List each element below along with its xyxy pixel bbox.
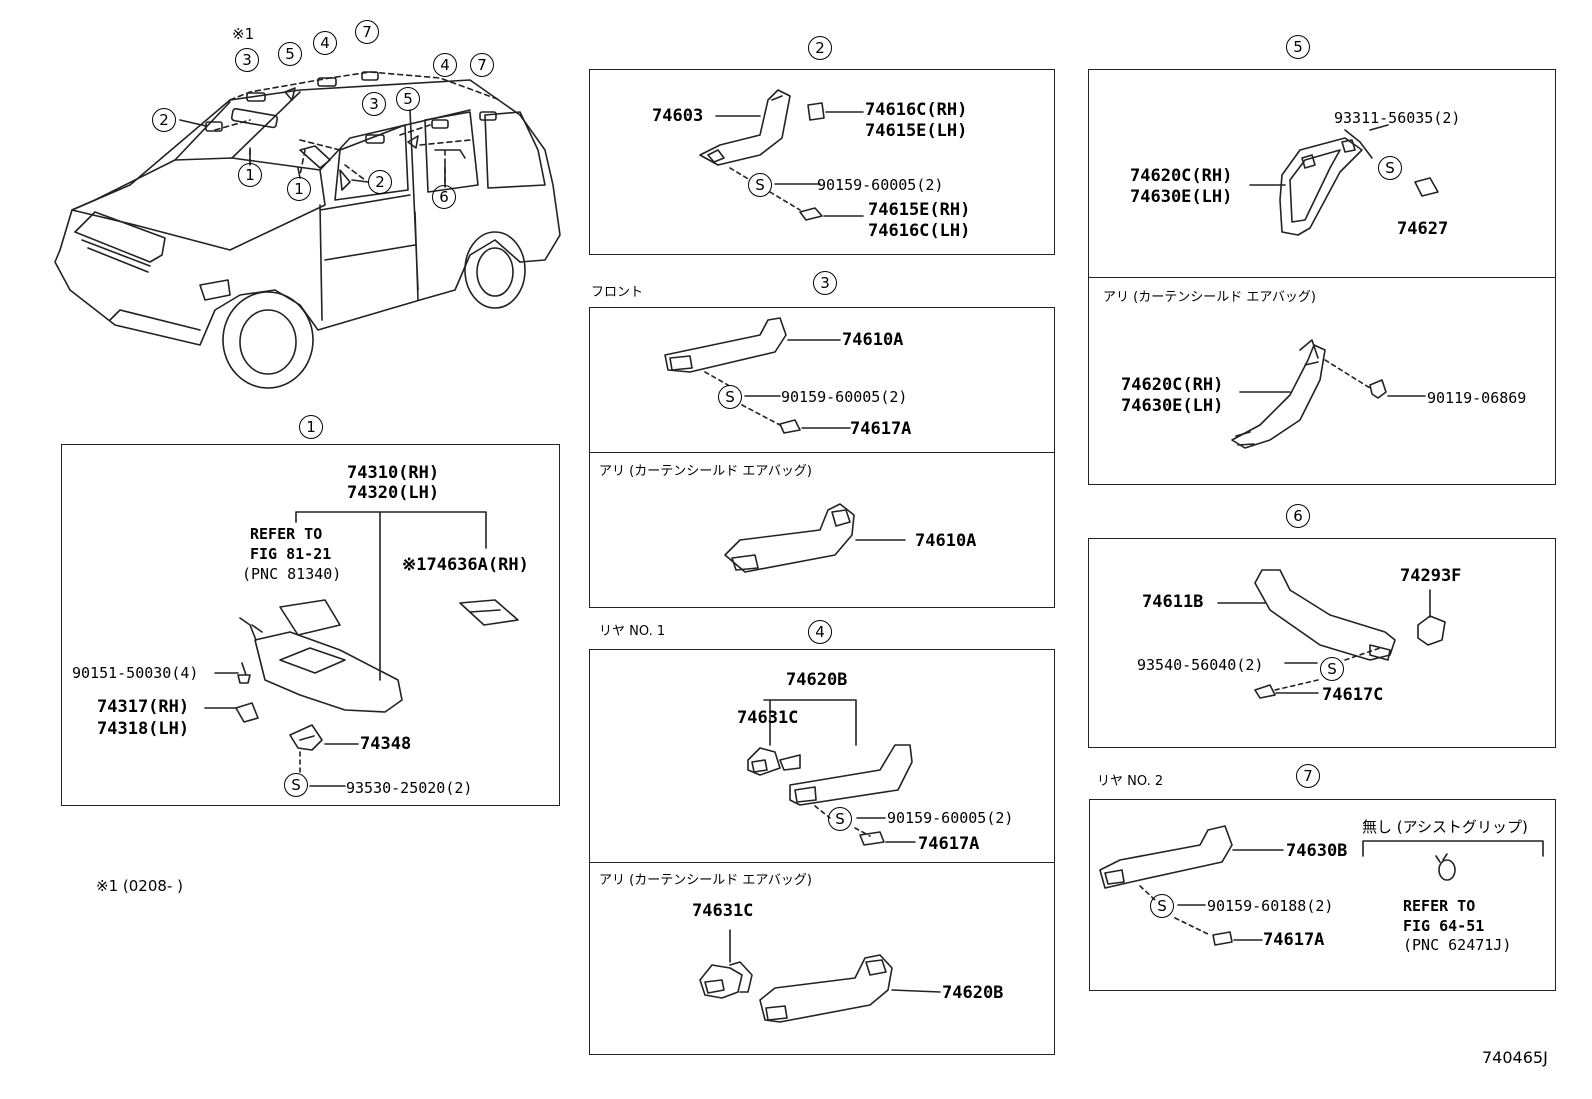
section-3-header: フロント <box>591 285 644 300</box>
visor-clip-label: ※174636A(RH) <box>402 555 529 575</box>
section-3-number: 3 <box>813 271 837 295</box>
callout-5: 5 <box>278 42 302 66</box>
cap-74617A-label: 74617A <box>850 419 912 439</box>
s-mark-icon: S <box>748 173 772 197</box>
refer-line-3: (PNC 62471J) <box>1403 936 1512 954</box>
section-2-box <box>589 69 1055 255</box>
callout-7b: 7 <box>470 53 494 77</box>
screw-90159-60188-label: 90159-60188(2) <box>1207 897 1334 915</box>
section-7-number: 7 <box>1296 764 1320 788</box>
s-mark-icon: S <box>828 807 852 831</box>
refer-line-1: REFER TO <box>1403 897 1476 915</box>
holder-lh-label: 74318(LH) <box>97 719 190 739</box>
callout-5b: 5 <box>396 87 420 111</box>
bracket-74631C-label: 74631C <box>737 708 799 728</box>
callout-2: 2 <box>152 108 176 132</box>
callout-3b: 3 <box>362 92 386 116</box>
screw-90159-label: 90159-60005(2) <box>817 176 944 194</box>
callout-4b: 4 <box>433 53 457 77</box>
grip-74620C-illustration <box>1231 124 1439 449</box>
section-5-divider <box>1088 277 1556 278</box>
cap-74627-label: 74627 <box>1397 219 1449 239</box>
footnote-1: ※1 (0208- ) <box>96 877 183 895</box>
refer-line-3: (PNC 81340) <box>242 565 342 583</box>
grip-74603-label: 74603 <box>652 106 704 126</box>
grip-74620B-label: 74620B <box>786 670 848 690</box>
grip-74610A-illustration <box>664 317 906 573</box>
s-mark-icon: S <box>1378 156 1402 180</box>
grip-74620B-illustration <box>699 699 941 1023</box>
cap-74617A-label: 74617A <box>1263 930 1325 950</box>
section-4-divider <box>589 862 1055 863</box>
visor-rh-label: 74310(RH) <box>347 463 440 483</box>
refer-line-2: FIG 81-21 <box>250 545 332 563</box>
section-3-box <box>589 307 1055 608</box>
clip-74293F-label: 74293F <box>1400 566 1462 586</box>
grip-74630E-airbag-lh-label: 74630E(LH) <box>1121 396 1224 416</box>
visor-lh-label: 74320(LH) <box>347 483 440 503</box>
grip-74620B-airbag-label: 74620B <box>942 983 1004 1003</box>
section-3-divider <box>589 452 1055 453</box>
screw-90159-label: 90159-60005(2) <box>781 388 908 406</box>
section-6-number: 6 <box>1286 504 1310 528</box>
section-5-sub-header: アリ (カーテンシールド エアバッグ) <box>1103 290 1316 305</box>
section-4-sub-header: アリ (カーテンシールド エアバッグ) <box>599 873 812 888</box>
bracket-74348-label: 74348 <box>360 734 412 754</box>
section-7-box <box>1089 799 1556 991</box>
cap-74617A-label: 74617A <box>918 834 980 854</box>
section-1-number: 1 <box>299 415 323 439</box>
section-7-header: リヤ NO. 2 <box>1097 774 1164 789</box>
grip-74611B-illustration <box>1217 569 1446 699</box>
section-6-box <box>1088 538 1556 748</box>
figure-code: 740465J <box>1482 1048 1548 1067</box>
section-2-number: 2 <box>808 36 832 60</box>
callout-6: 6 <box>432 185 456 209</box>
refer-line-2: FIG 64-51 <box>1403 917 1485 935</box>
screw-93311-label: 93311-56035(2) <box>1334 109 1461 127</box>
grip-74630B-illustration <box>1099 825 1544 946</box>
callout-7: 7 <box>355 20 379 44</box>
section-4-header: リヤ NO. 1 <box>599 624 666 639</box>
screw-90159-label: 90159-60005(2) <box>887 809 1014 827</box>
cap-74617C-label: 74617C <box>1322 685 1384 705</box>
cap-74615E-lh-label: 74615E(LH) <box>865 121 968 141</box>
grip-74630E-lh-label: 74630E(LH) <box>1130 187 1233 207</box>
callout-note-1: ※1 <box>232 25 255 43</box>
bracket-74631C-airbag-label: 74631C <box>692 901 754 921</box>
grip-74610A-label: 74610A <box>842 330 904 350</box>
section-1-box <box>61 444 560 806</box>
cap-74616C-rh-label: 74616C(RH) <box>865 100 968 120</box>
without-assist-grip-label: 無し (アシストグリップ) <box>1362 818 1528 836</box>
grip-74620C-rh-label: 74620C(RH) <box>1130 166 1233 186</box>
callout-4: 4 <box>313 31 337 55</box>
callout-3: 3 <box>235 48 259 72</box>
bolt-90119-label: 90119-06869 <box>1427 389 1527 407</box>
cap-74616C-lh-label: 74616C(LH) <box>868 221 971 241</box>
grip-74611B-label: 74611B <box>1142 592 1204 612</box>
screw-93540-label: 93540-56040(2) <box>1137 656 1264 674</box>
section-5-number: 5 <box>1286 35 1310 59</box>
grip-74603-illustration <box>699 89 864 221</box>
callout-1b: 1 <box>287 177 311 201</box>
s-mark-icon: S <box>284 773 308 797</box>
cap-74615E-rh-label: 74615E(RH) <box>868 200 971 220</box>
sun-visor-illustration <box>204 511 519 787</box>
grip-74610A-airbag-label: 74610A <box>915 531 977 551</box>
refer-line-1: REFER TO <box>250 525 323 543</box>
vehicle-illustration <box>54 71 561 389</box>
grip-74630B-label: 74630B <box>1286 841 1348 861</box>
section-4-box <box>589 649 1055 1055</box>
callout-1: 1 <box>238 163 262 187</box>
s-mark-icon: S <box>718 385 742 409</box>
callout-2b: 2 <box>368 170 392 194</box>
screw-90151-label: 90151-50030(4) <box>72 664 199 682</box>
section-3-sub-header: アリ (カーテンシールド エアバッグ) <box>599 464 812 479</box>
s-mark-icon: S <box>1150 894 1174 918</box>
section-4-number: 4 <box>808 620 832 644</box>
holder-rh-label: 74317(RH) <box>97 697 190 717</box>
grip-74620C-airbag-rh-label: 74620C(RH) <box>1121 375 1224 395</box>
s-mark-icon: S <box>1320 657 1344 681</box>
screw-93530-label: 93530-25020(2) <box>346 779 473 797</box>
